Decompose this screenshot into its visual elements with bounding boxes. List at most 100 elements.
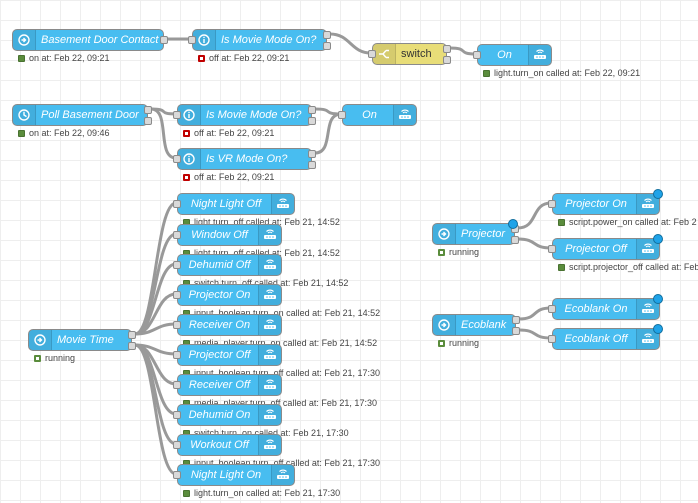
node-label: Dehumid On [188, 409, 251, 421]
input-port[interactable] [368, 50, 376, 58]
output-port[interactable] [144, 106, 152, 114]
flow-wire[interactable] [134, 322, 177, 336]
flow-wire[interactable] [134, 343, 177, 476]
node-label: Poll Basement Door [41, 109, 139, 121]
projector-on-node[interactable]: Projector On [173, 284, 282, 306]
vr-mode-check-node[interactable]: Is VR Mode On? [173, 148, 316, 170]
input-port[interactable] [173, 441, 181, 449]
changed-indicator-dot [653, 294, 663, 304]
workout-off-node[interactable]: Workout Off [173, 434, 282, 456]
output-port[interactable] [323, 42, 331, 50]
flow-wire[interactable] [134, 343, 177, 416]
projector-off-node-2[interactable]: Projector Off [548, 234, 663, 260]
node-label: Night Light Off [190, 198, 262, 210]
ecoblank-off-node[interactable]: Ecoblank Off [548, 324, 663, 350]
node-status: running [34, 353, 75, 363]
output-port[interactable] [128, 331, 136, 339]
input-port[interactable] [173, 321, 181, 329]
dehumid-off-node[interactable]: Dehumid Off [173, 254, 282, 276]
service-icon [528, 45, 551, 65]
projector-on-node-2[interactable]: Projector On [548, 189, 663, 215]
output-port[interactable] [443, 56, 451, 64]
input-port[interactable] [173, 381, 181, 389]
flow-wire[interactable] [329, 32, 372, 55]
output-port[interactable] [443, 45, 451, 53]
input-port[interactable] [548, 245, 556, 253]
output-port[interactable] [323, 31, 331, 39]
input-port[interactable] [548, 305, 556, 313]
projector-off-node[interactable]: Projector Off [173, 344, 282, 366]
night-light-on-node[interactable]: Night Light On [173, 464, 295, 486]
status-text: input_boolean.turn_off called at: Feb 21… [194, 368, 380, 378]
input-port[interactable] [173, 261, 181, 269]
receiver-off-node[interactable]: Receiver Off [173, 374, 282, 396]
node-label: Projector Off [188, 349, 251, 361]
input-port[interactable] [173, 155, 181, 163]
basement-door-contact-node[interactable]: Basement Door Contact [12, 29, 168, 51]
changed-indicator-dot [653, 324, 663, 334]
output-port[interactable] [308, 150, 316, 158]
output-port[interactable] [308, 161, 316, 169]
input-port[interactable] [173, 200, 181, 208]
input-port[interactable] [173, 291, 181, 299]
input-port[interactable] [188, 36, 196, 44]
movie-mode-check-node-2[interactable]: Is Movie Mode On? [173, 104, 316, 126]
status-text: on at: Feb 22, 09:46 [29, 128, 110, 138]
status-indicator [18, 129, 25, 137]
node-label: Basement Door Contact [41, 34, 159, 46]
output-port[interactable] [144, 117, 152, 125]
flow-wire[interactable] [134, 201, 177, 336]
output-port[interactable] [160, 36, 168, 44]
status-indicator [198, 54, 205, 62]
flow-wire[interactable] [134, 232, 177, 336]
input-port[interactable] [173, 411, 181, 419]
input-port[interactable] [173, 231, 181, 239]
flow-wire[interactable] [518, 306, 552, 321]
input-port[interactable] [173, 351, 181, 359]
flow-wire[interactable] [134, 343, 177, 356]
node-status: on at: Feb 22, 09:21 [18, 53, 110, 63]
input-port[interactable] [548, 200, 556, 208]
poll-basement-door-node[interactable]: Poll Basement Door [12, 104, 152, 126]
input-port[interactable] [173, 111, 181, 119]
status-text: light.turn_off called at: Feb 21, 14:52 [194, 248, 340, 258]
flow-wire[interactable] [134, 343, 177, 446]
flow-wire[interactable] [518, 328, 552, 340]
service-icon [258, 405, 281, 425]
night-light-off-node[interactable]: Night Light Off [173, 193, 295, 215]
output-port[interactable] [512, 316, 520, 324]
switch-node[interactable]: switch [368, 43, 451, 65]
flow-wire[interactable] [134, 343, 177, 386]
output-port[interactable] [308, 106, 316, 114]
status-text: light.turn_off called at: Feb 21, 14:52 [194, 217, 340, 227]
window-off-node[interactable]: Window Off [173, 224, 282, 246]
ecoblank-on-node[interactable]: Ecoblank On [548, 294, 663, 320]
ecoblank-node[interactable]: Ecoblank [432, 314, 520, 336]
input-port[interactable] [338, 111, 346, 119]
output-port[interactable] [511, 236, 519, 244]
changed-indicator-dot [653, 234, 663, 244]
input-port[interactable] [173, 471, 181, 479]
movie-mode-check-node[interactable]: Is Movie Mode On? [188, 29, 331, 51]
input-port[interactable] [548, 335, 556, 343]
flow-wire[interactable] [134, 292, 177, 336]
dehumid-on-node[interactable]: Dehumid On [173, 404, 282, 426]
flow-wire[interactable] [134, 262, 177, 336]
output-port[interactable] [128, 342, 136, 350]
input-port[interactable] [473, 51, 481, 59]
flow-wire[interactable] [314, 112, 342, 155]
info-icon [193, 30, 216, 50]
on-service-node-2[interactable]: On [338, 104, 417, 126]
flow-wire[interactable] [517, 237, 552, 250]
flow-wire[interactable] [517, 201, 552, 230]
output-port[interactable] [512, 327, 520, 335]
receiver-on-node[interactable]: Receiver On [173, 314, 282, 336]
status-text: media_player.turn_off called at: Feb 21,… [194, 398, 377, 408]
service-icon [636, 299, 659, 319]
movie-time-node[interactable]: Movie Time [28, 329, 136, 351]
on-service-node[interactable]: On [473, 44, 552, 66]
node-label: Dehumid Off [188, 259, 251, 271]
projector-node[interactable]: Projector [432, 219, 519, 245]
output-port[interactable] [308, 117, 316, 125]
status-text: off at: Feb 22, 09:21 [194, 172, 275, 182]
